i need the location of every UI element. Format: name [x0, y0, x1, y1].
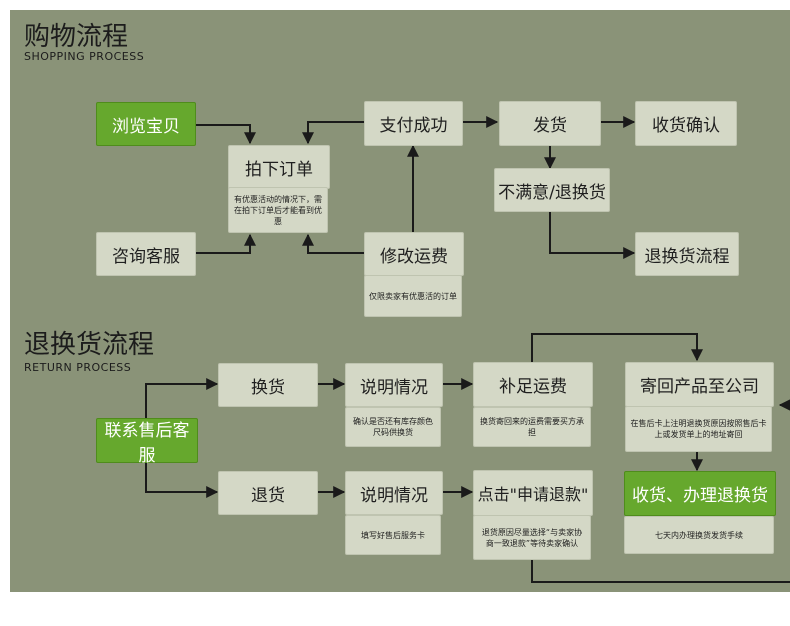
explain-node-2: 说明情况 — [345, 471, 443, 515]
ship-node: 发货 — [499, 101, 601, 146]
shopping-subtitle: SHOPPING PROCESS — [24, 50, 145, 63]
contact-service-node: 联系售后客服 — [96, 418, 198, 466]
send-back-node: 寄回产品至公司 — [625, 362, 774, 407]
arrow-shipping-to-sendback — [531, 333, 703, 362]
returns-subtitle: RETURN PROCESS — [24, 361, 132, 374]
explain-node-1: 说明情况 — [345, 363, 443, 407]
refund-node: 退货 — [218, 471, 318, 515]
arrow-modify-to-order — [302, 233, 365, 254]
returns-title: 退换货流程 — [24, 330, 155, 360]
apply-refund-node: 点击"申请退款" — [473, 470, 593, 516]
arrow-unsatisfied-to-return — [549, 210, 636, 259]
send-back-note: 在售后卡上注明退换货原因按照售后卡上或发货单上的地址寄回 — [625, 406, 772, 452]
arrow-contact-to-refund — [145, 461, 219, 498]
fee-note: 仅限卖家有优惠活的订单 — [364, 275, 462, 317]
receive-handle-node: 收货、办理退换货 — [624, 471, 776, 516]
arrow-pay-to-order — [302, 121, 365, 145]
flowchart-canvas: 购物流程 SHOPPING PROCESS 退换货流程 RETURN PROCE… — [10, 10, 790, 592]
place-order-node: 拍下订单 — [228, 145, 330, 189]
shopping-title: 购物流程 — [24, 22, 129, 52]
explain-note-1: 确认是否还有库存颜色尺码供换货 — [345, 407, 441, 447]
consult-node: 咨询客服 — [96, 232, 196, 276]
pay-shipping-node: 补足运费 — [473, 362, 593, 407]
apply-refund-note: 退货原因尽量选择“与卖家协商一致退款”等待卖家确认 — [473, 515, 591, 560]
pay-success-node: 支付成功 — [364, 101, 463, 146]
browse-node: 浏览宝贝 — [96, 102, 196, 146]
order-note: 有优惠活动的情况下，需在拍下订单后才能看到优惠 — [228, 187, 328, 233]
return-process-node: 退换货流程 — [635, 232, 739, 276]
flow-connectors — [145, 116, 790, 583]
line-apply-to-edge — [531, 560, 790, 583]
arrow-contact-to-exchange — [145, 378, 219, 421]
exchange-node: 换货 — [218, 363, 318, 407]
arrow-browse-to-order — [195, 124, 256, 145]
arrow-consult-to-order — [195, 233, 256, 254]
unsatisfied-node: 不满意/退换货 — [494, 168, 610, 212]
confirm-receipt-node: 收货确认 — [635, 101, 737, 146]
modify-fee-node: 修改运费 — [364, 232, 464, 276]
receive-handle-note: 七天内办理换货发货手续 — [624, 516, 774, 554]
pay-shipping-note: 换货寄回来的运费需要买方承担 — [473, 407, 591, 447]
explain-note-2: 填写好售后服务卡 — [345, 515, 441, 555]
